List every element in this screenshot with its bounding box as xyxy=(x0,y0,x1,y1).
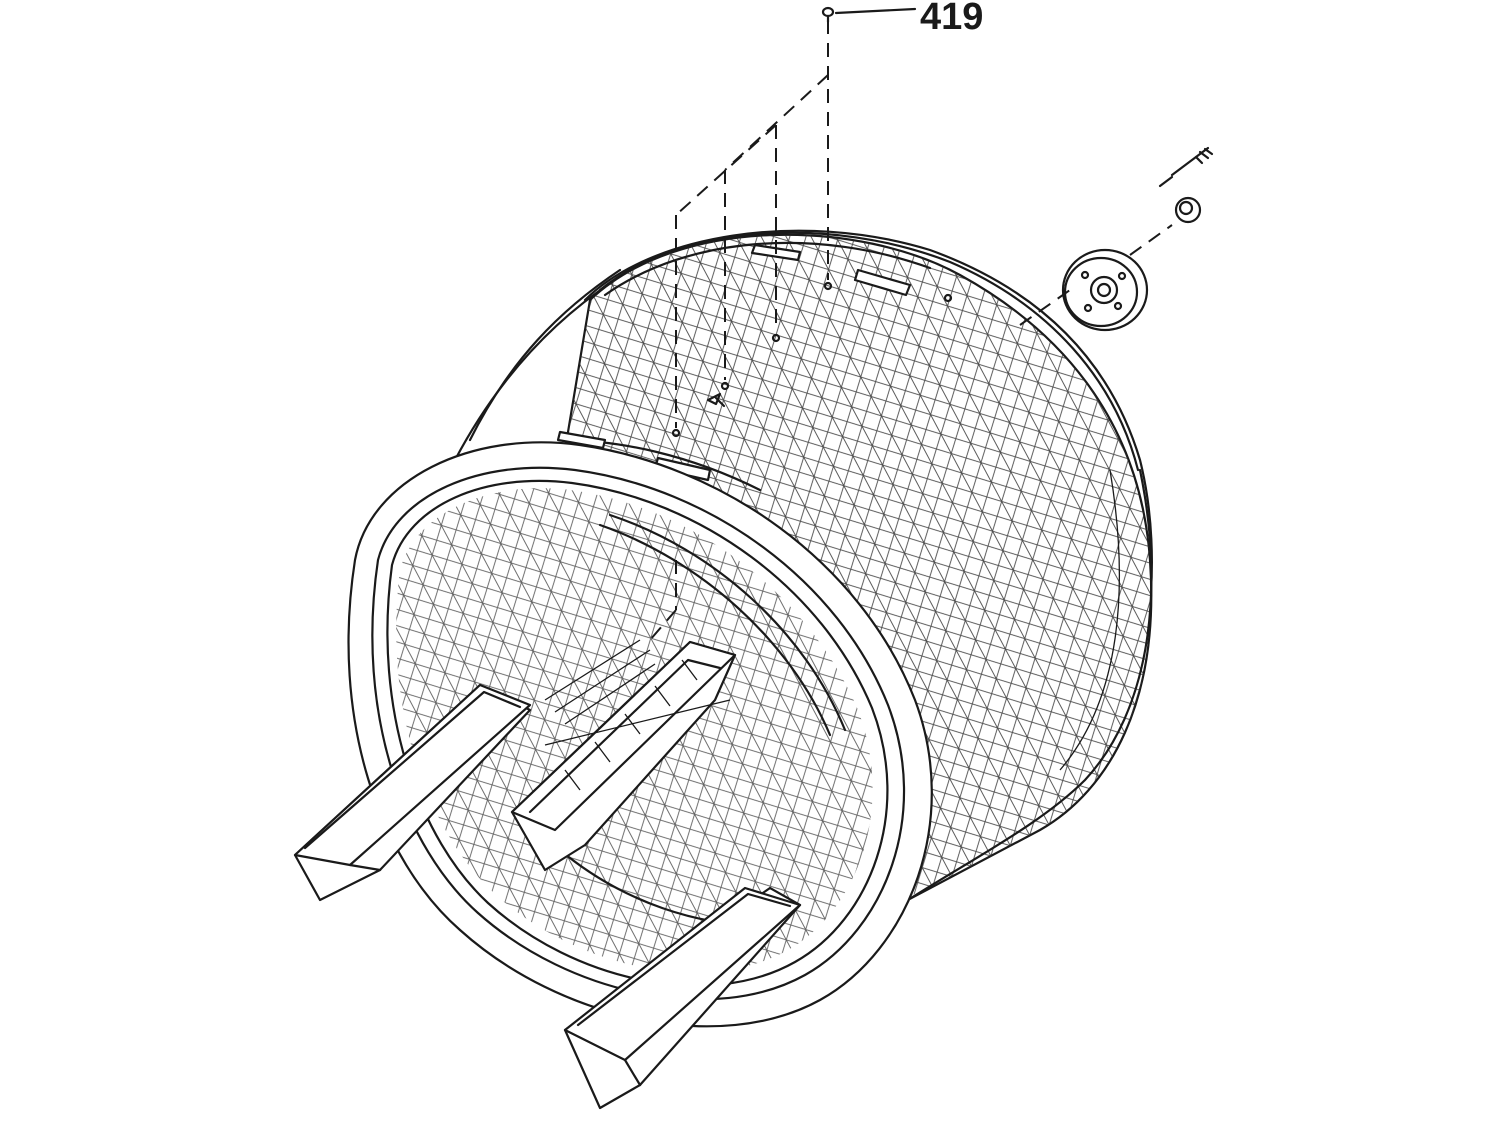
callout-419: 419 xyxy=(920,0,984,38)
rear-flange-hub xyxy=(1061,248,1149,332)
lifter-left xyxy=(293,683,532,902)
screw-419 xyxy=(821,6,917,24)
callout-leader-line xyxy=(834,7,917,15)
drive-shaft xyxy=(1158,146,1214,188)
direction-arrow-mark xyxy=(706,392,726,408)
assembly-guide-lines xyxy=(649,20,829,641)
lifter-center xyxy=(510,639,737,872)
washer-ring xyxy=(1174,196,1202,224)
lifter-bottom xyxy=(563,886,802,1110)
